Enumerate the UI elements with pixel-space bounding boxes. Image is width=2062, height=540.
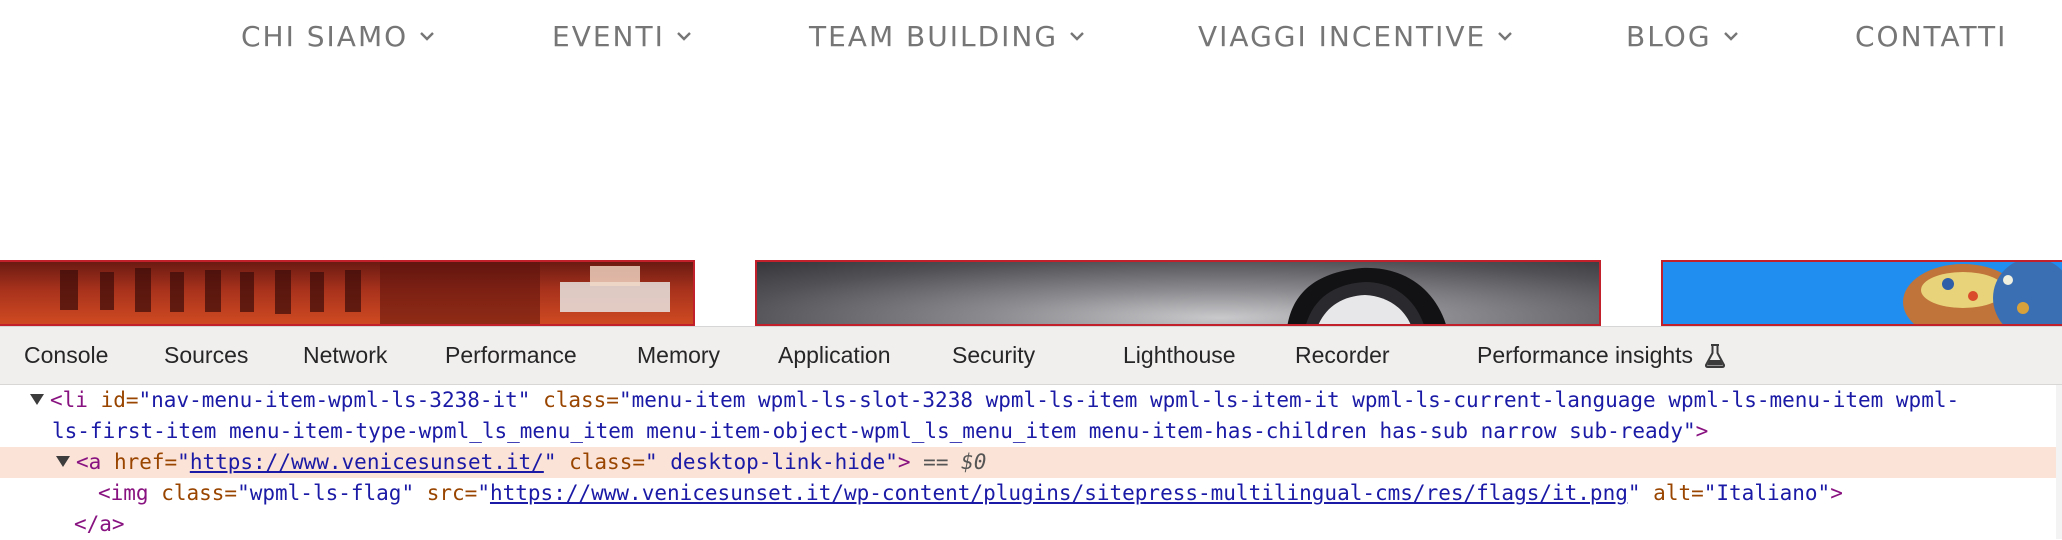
attr-name: href= (101, 450, 178, 474)
chevron-down-icon (676, 32, 691, 41)
tab-label: Recorder (1295, 342, 1390, 368)
tab-label: Performance insights (1477, 342, 1694, 368)
attr-name: class= (530, 388, 619, 412)
attr-value: " desktop-link-hide" (645, 450, 898, 474)
attr-value: "nav-menu-item-wpml-ls-3238-it" (138, 388, 531, 412)
tab-label: Memory (637, 342, 721, 368)
tab-security[interactable]: Security (952, 327, 1035, 384)
site-main-nav: CHI SIAMO EVENTI TEAM BUILDING VIAGGI IN… (0, 0, 2062, 72)
attr-quote: " (477, 481, 490, 505)
src-link[interactable]: https://www.venicesunset.it/wp-content/p… (489, 481, 1628, 505)
chevron-down-icon (420, 32, 435, 41)
tab-network[interactable]: Network (303, 327, 387, 384)
nav-item-chi-siamo[interactable]: CHI SIAMO (241, 14, 436, 58)
attr-name: src= (414, 481, 478, 505)
nav-item-label: CHI SIAMO (241, 19, 409, 53)
selected-node-ref: $0 (961, 450, 987, 474)
tag-close: </a> (74, 512, 125, 536)
nav-item-team-building[interactable]: TEAM BUILDING (809, 14, 1086, 58)
tab-label: Security (952, 342, 1036, 368)
watch-photo (1287, 267, 1446, 324)
event-card-image-1[interactable] (0, 260, 695, 326)
tab-label: Console (24, 342, 109, 368)
chevron-down-icon (1498, 32, 1513, 41)
tag-open: <li (50, 388, 88, 412)
tab-label: Performance (445, 342, 577, 368)
dom-tree-scrollbar[interactable] (2056, 385, 2062, 539)
attr-name: alt= (1640, 481, 1704, 505)
attr-quote: " (543, 450, 557, 474)
tab-performance[interactable]: Performance (445, 327, 577, 384)
dom-node-a-close[interactable]: </a> (0, 509, 2062, 540)
attr-name: class= (148, 481, 238, 505)
tab-console[interactable]: Console (24, 327, 108, 384)
nav-item-label: EVENTI (552, 19, 665, 53)
venice-night-photo (60, 262, 670, 324)
nav-item-blog[interactable]: BLOG (1626, 14, 1740, 58)
nav-item-label: BLOG (1626, 19, 1712, 53)
tab-memory[interactable]: Memory (637, 327, 720, 384)
event-card-image-2[interactable] (755, 260, 1601, 326)
tab-label: Sources (164, 342, 249, 368)
attr-name: class= (556, 450, 645, 474)
attr-value: "Italiano" (1703, 481, 1831, 505)
tag-close: > (1830, 481, 1843, 505)
gaudi-mosaic-photo (1663, 262, 2062, 324)
flask-icon (1704, 343, 1726, 368)
attr-value: ls-first-item menu-item-type-wpml_ls_men… (52, 419, 1696, 443)
dom-node-li-continued: ls-first-item menu-item-type-wpml_ls_men… (0, 416, 2062, 447)
dom-node-img[interactable]: <img class="wpml-ls-flag" src="https://w… (0, 478, 2062, 509)
elements-dom-tree: <li id="nav-menu-item-wpml-ls-3238-it" c… (0, 385, 2062, 539)
attr-value: "wpml-ls-flag" (237, 481, 415, 505)
tab-lighthouse[interactable]: Lighthouse (1123, 327, 1236, 384)
tab-recorder[interactable]: Recorder (1295, 327, 1390, 384)
nav-item-label: CONTATTI (1855, 19, 2008, 53)
event-card-image-3[interactable] (1661, 260, 2062, 326)
tag-close: > (897, 450, 911, 474)
dom-node-a-selected[interactable]: <a href="https://www.venicesunset.it/" c… (0, 447, 2062, 478)
selected-equals: == (910, 450, 962, 474)
attr-value: "menu-item wpml-ls-slot-3238 wpml-ls-ite… (618, 388, 1960, 412)
tag-open: <img (98, 481, 149, 505)
tab-performance-insights[interactable]: Performance insights (1477, 327, 1727, 384)
expand-triangle-icon[interactable] (30, 393, 44, 405)
nav-item-viaggi-incentive[interactable]: VIAGGI INCENTIVE (1198, 14, 1514, 58)
tab-label: Lighthouse (1123, 342, 1236, 368)
attr-quote: " (1627, 481, 1641, 505)
nav-item-label: VIAGGI INCENTIVE (1198, 19, 1487, 53)
nav-item-eventi[interactable]: EVENTI (552, 14, 693, 58)
expand-triangle-icon[interactable] (56, 455, 70, 467)
devtools-tab-bar: Console Sources Network Performance Memo… (0, 327, 2062, 385)
dom-node-li[interactable]: <li id="nav-menu-item-wpml-ls-3238-it" c… (0, 385, 2062, 416)
tab-label: Application (778, 342, 891, 368)
tag-close: > (1695, 419, 1709, 443)
chevron-down-icon (1723, 32, 1738, 41)
tab-application[interactable]: Application (778, 327, 891, 384)
attr-name: id= (87, 388, 139, 412)
tag-open: <a (76, 450, 102, 474)
devtools-panel: Console Sources Network Performance Memo… (0, 326, 2062, 539)
nav-item-label: TEAM BUILDING (809, 19, 1059, 53)
attr-quote: " (177, 450, 190, 474)
nav-item-contatti[interactable]: CONTATTI (1855, 14, 2007, 58)
chevron-down-icon (1070, 32, 1084, 41)
tab-label: Network (303, 342, 388, 368)
href-link[interactable]: https://www.venicesunset.it/ (189, 450, 544, 474)
tab-sources[interactable]: Sources (164, 327, 248, 384)
